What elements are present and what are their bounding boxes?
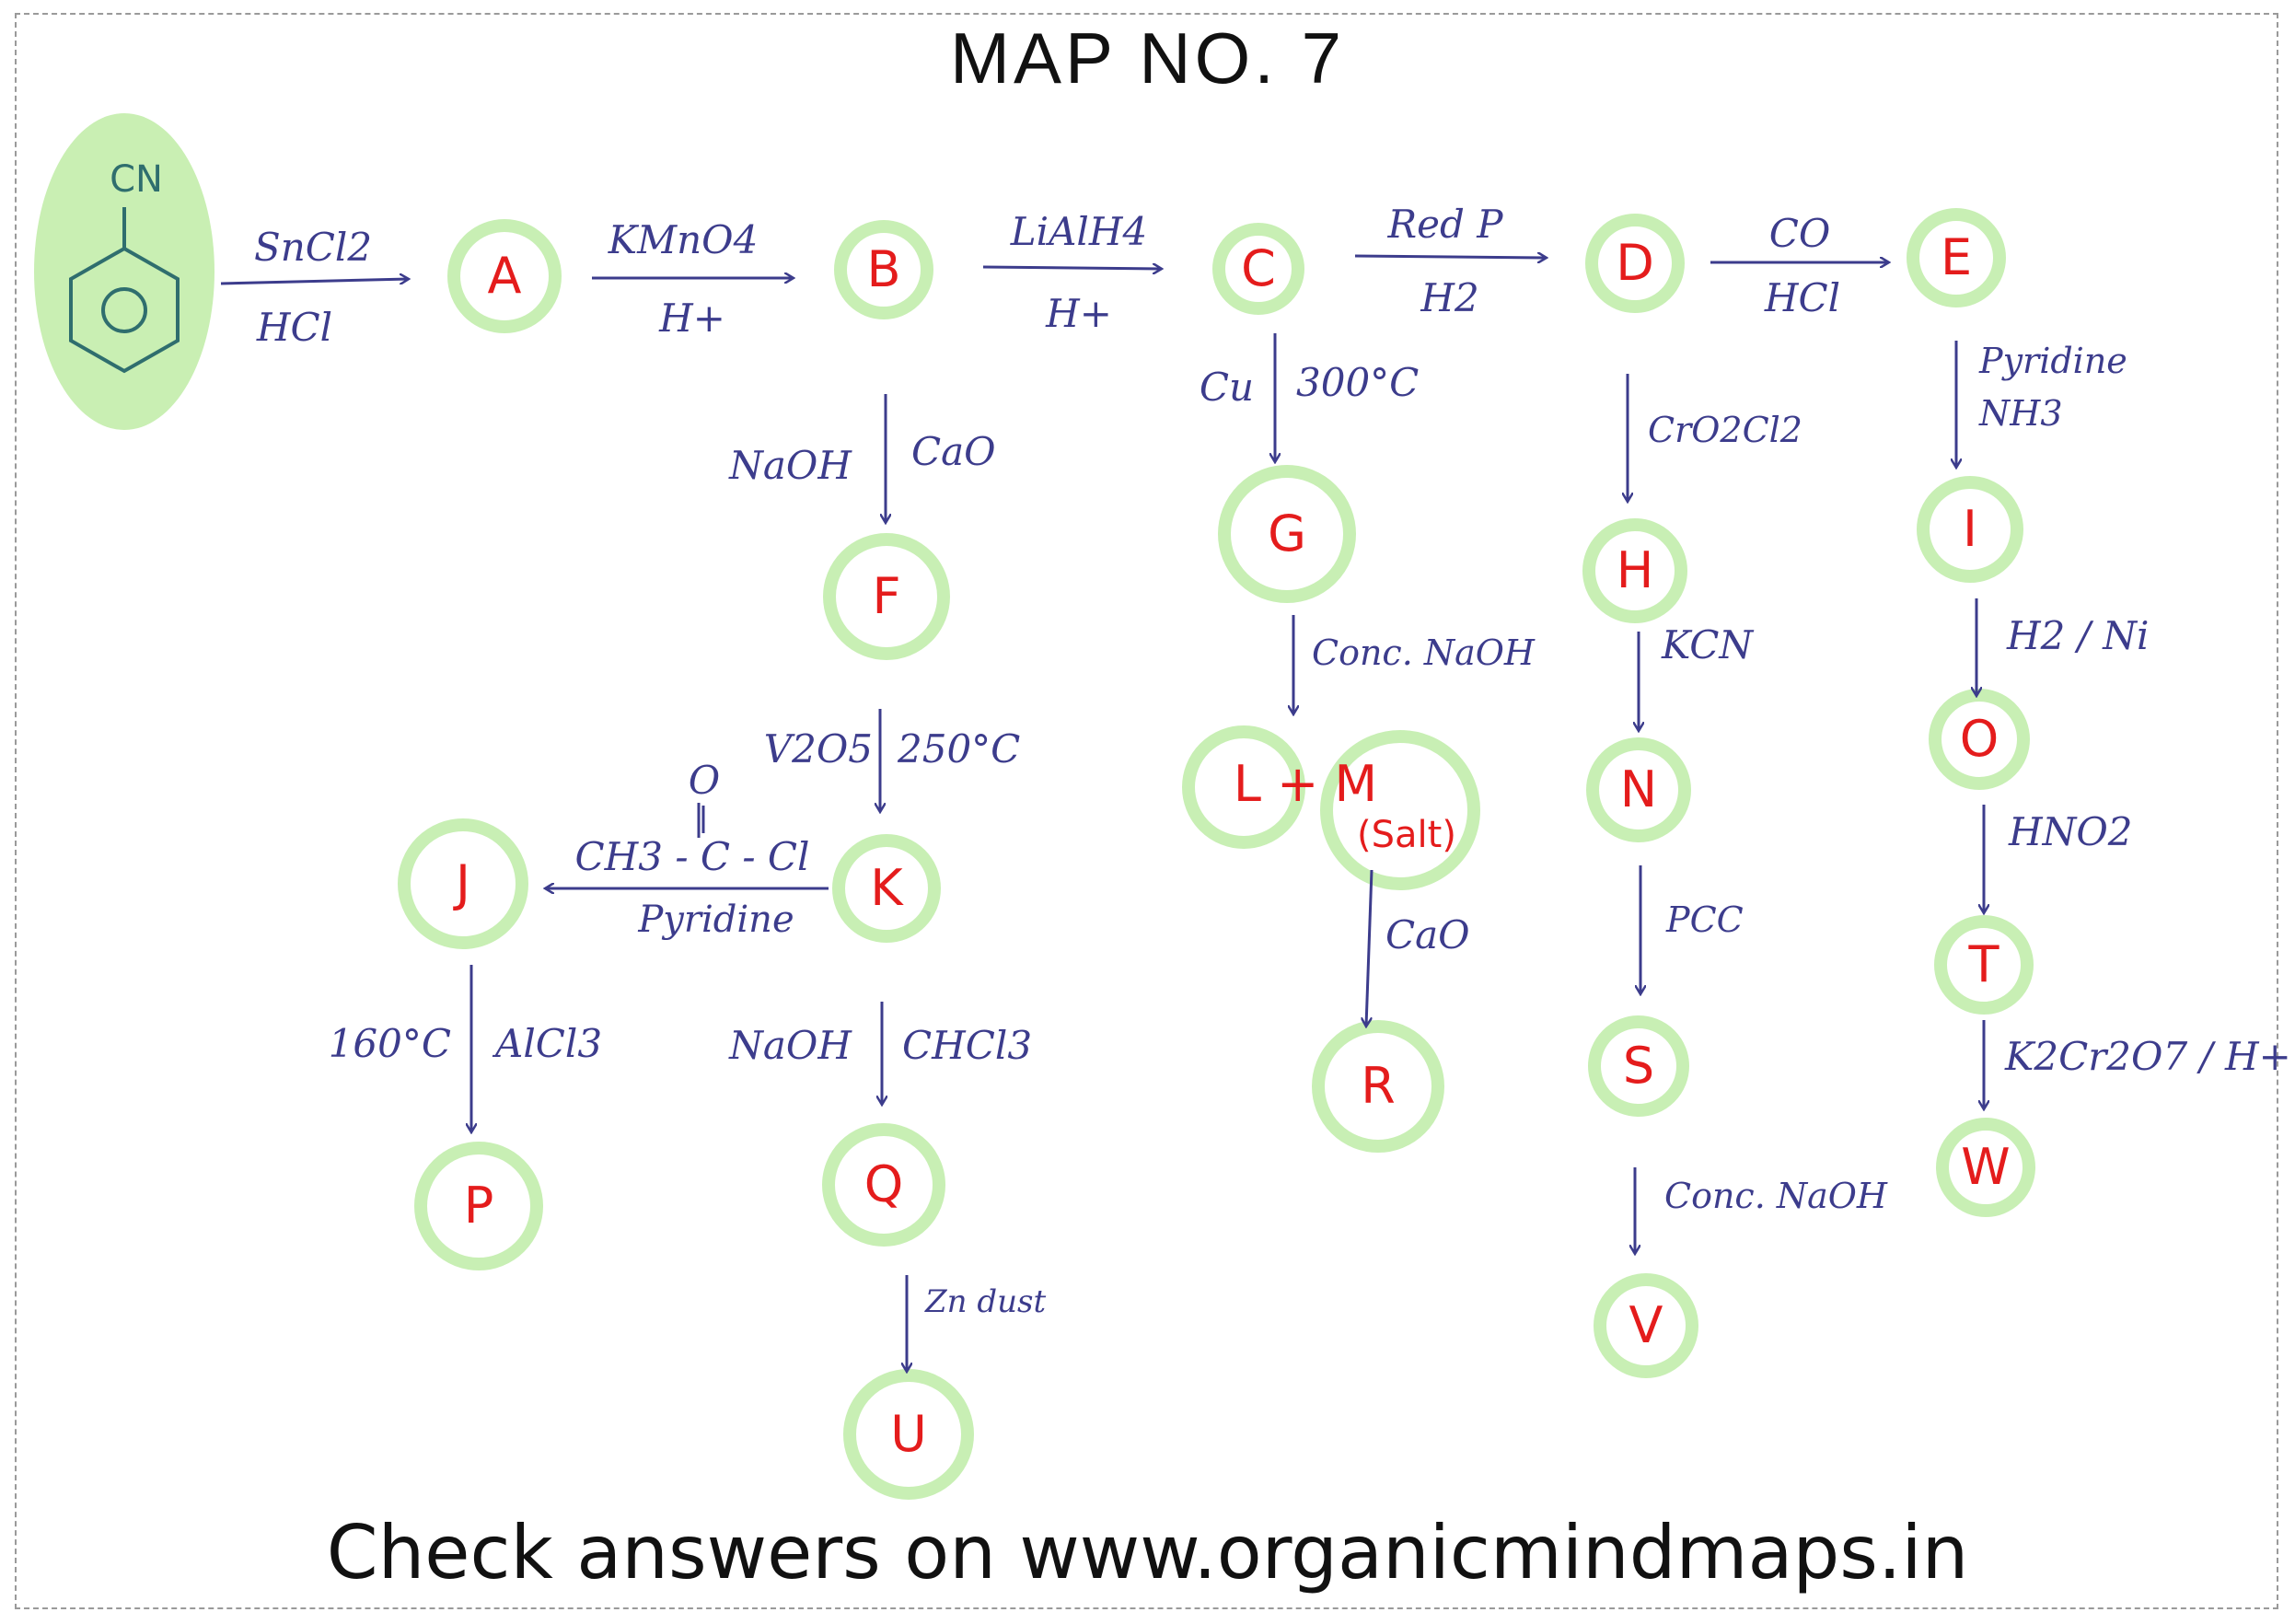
reagent-hno2: HNO2 <box>2008 809 2133 854</box>
ring-G <box>1218 465 1356 603</box>
ring-C <box>1212 223 1304 315</box>
node-K-label: K <box>870 859 904 917</box>
reagent-v2o5: V2O5 <box>764 726 873 771</box>
reagent-kcn: KCN <box>1661 622 1754 667</box>
reagent-cao-2: CaO <box>1385 912 1470 957</box>
reagent-300c: 300°C <box>1296 360 1419 405</box>
reagent-hcl-1: HCl <box>256 305 332 350</box>
node-P-label: P <box>464 1177 494 1235</box>
node-H-label: H <box>1617 541 1654 599</box>
reagent-pcc: PCC <box>1665 899 1744 940</box>
node-F-label: F <box>872 567 900 625</box>
ring-I <box>1917 476 2023 583</box>
reagent-co: CO <box>1769 211 1831 256</box>
benzene-inner-circle <box>101 287 147 333</box>
reagent-conc-naoh-1: Conc. NaOH <box>1312 632 1536 673</box>
reagent-h-plus-2: H+ <box>1045 291 1112 336</box>
reagent-snCl2: SnCl2 <box>254 225 372 270</box>
reagent-acetyl-oxygen: O <box>689 758 720 803</box>
node-Q-label: Q <box>864 1155 904 1213</box>
node-J-label: J <box>453 854 470 912</box>
reagent-acetyl-chloride: CH3 - C - Cl <box>575 834 810 879</box>
reaction-arrows <box>220 256 1984 1372</box>
reagent-h2-ni: H2 / Ni <box>2006 613 2149 658</box>
node-LM-label: L + M <box>1234 755 1377 813</box>
node-C-label: C <box>1241 239 1276 297</box>
reagent-pyridine-1: Pyridine <box>1978 341 2127 381</box>
node-S-label: S <box>1623 1037 1654 1095</box>
reagent-zn-dust: Zn dust <box>924 1283 1046 1320</box>
ring-T <box>1934 915 2034 1015</box>
ring-J <box>398 818 528 949</box>
node-U-label: U <box>890 1405 927 1463</box>
node-W-label: W <box>1961 1138 2010 1196</box>
footer-text: Check answers on www.organicmindmaps.in <box>326 1510 1969 1595</box>
reagent-h-plus-1: H+ <box>658 296 725 341</box>
map-title: MAP NO. 7 <box>949 17 1345 99</box>
reagent-kmno4: KMnO4 <box>608 217 759 262</box>
reagent-chcl3: CHCl3 <box>902 1023 1032 1068</box>
reagent-naoh-2: NaOH <box>728 1023 852 1068</box>
dashed-border <box>15 13 2278 1609</box>
node-I-label: I <box>1963 500 1977 558</box>
node-D-label: D <box>1616 234 1654 292</box>
node-N-label: N <box>1620 760 1657 818</box>
ring-K <box>832 834 941 943</box>
ring-P <box>414 1142 543 1270</box>
ring-B <box>834 220 933 319</box>
reagent-cro2cl2: CrO2Cl2 <box>1648 410 1802 450</box>
reagent-pyridine-2: Pyridine <box>637 899 794 941</box>
reagent-lialh4: LiAlH4 <box>1010 209 1147 254</box>
arrow-B-C <box>982 267 1162 269</box>
arrow-M-R <box>1366 869 1374 1027</box>
reagent-cu: Cu <box>1200 365 1254 410</box>
reagent-nh3: NH3 <box>1978 393 2063 434</box>
node-V-label: V <box>1629 1296 1663 1354</box>
reagent-conc-naoh-2: Conc. NaOH <box>1664 1176 1888 1216</box>
reagent-hcl-2: HCl <box>1764 275 1840 320</box>
ring-V <box>1594 1273 1698 1378</box>
ring-D <box>1585 214 1685 313</box>
node-T-label: T <box>1968 935 2000 993</box>
salt-label: (Salt) <box>1357 814 1456 856</box>
reagent-red-p: Red P <box>1387 202 1504 247</box>
node-B-label: B <box>866 240 900 298</box>
ring-Q <box>822 1123 945 1247</box>
ring-U <box>843 1369 974 1500</box>
node-O-label: O <box>1960 710 1999 768</box>
node-G-label: G <box>1268 505 1306 563</box>
node-E-label: E <box>1941 228 1972 286</box>
reagent-250c: 250°C <box>897 726 1020 771</box>
node-rings <box>398 208 2035 1500</box>
ring-E <box>1907 208 2006 307</box>
benzonitrile-structure: CN <box>34 113 214 430</box>
ring-L <box>1182 725 1305 849</box>
reagent-naoh-1: NaOH <box>728 443 852 488</box>
ring-M <box>1320 730 1480 890</box>
node-A-label: A <box>488 247 522 305</box>
ring-N <box>1586 737 1691 842</box>
node-R-label: R <box>1361 1057 1396 1115</box>
ring-H <box>1582 518 1687 623</box>
ring-S <box>1588 1015 1689 1117</box>
reagent-160c: 160°C <box>329 1021 451 1066</box>
ring-R <box>1312 1020 1444 1153</box>
ring-W <box>1936 1118 2035 1217</box>
start-highlight <box>34 113 214 430</box>
reagent-k2cr2o7: K2Cr2O7 / H+ <box>2004 1034 2291 1079</box>
reagent-labels: SnCl2 HCl KMnO4 H+ LiAlH4 H+ Red P H2 CO… <box>254 202 2291 1320</box>
arrow-start-A <box>220 279 409 285</box>
reagent-alcl3: AlCl3 <box>492 1021 602 1066</box>
benzene-ring <box>69 246 180 374</box>
reagent-cao-1: CaO <box>911 429 996 474</box>
ring-F <box>823 533 950 660</box>
arrow-C-D <box>1354 256 1547 258</box>
cn-label: CN <box>110 158 163 201</box>
node-labels: A B C D E F G H I J K L + M (Salt) N O P… <box>453 228 2011 1463</box>
ring-A <box>447 219 562 333</box>
reagent-h2: H2 <box>1420 275 1478 320</box>
